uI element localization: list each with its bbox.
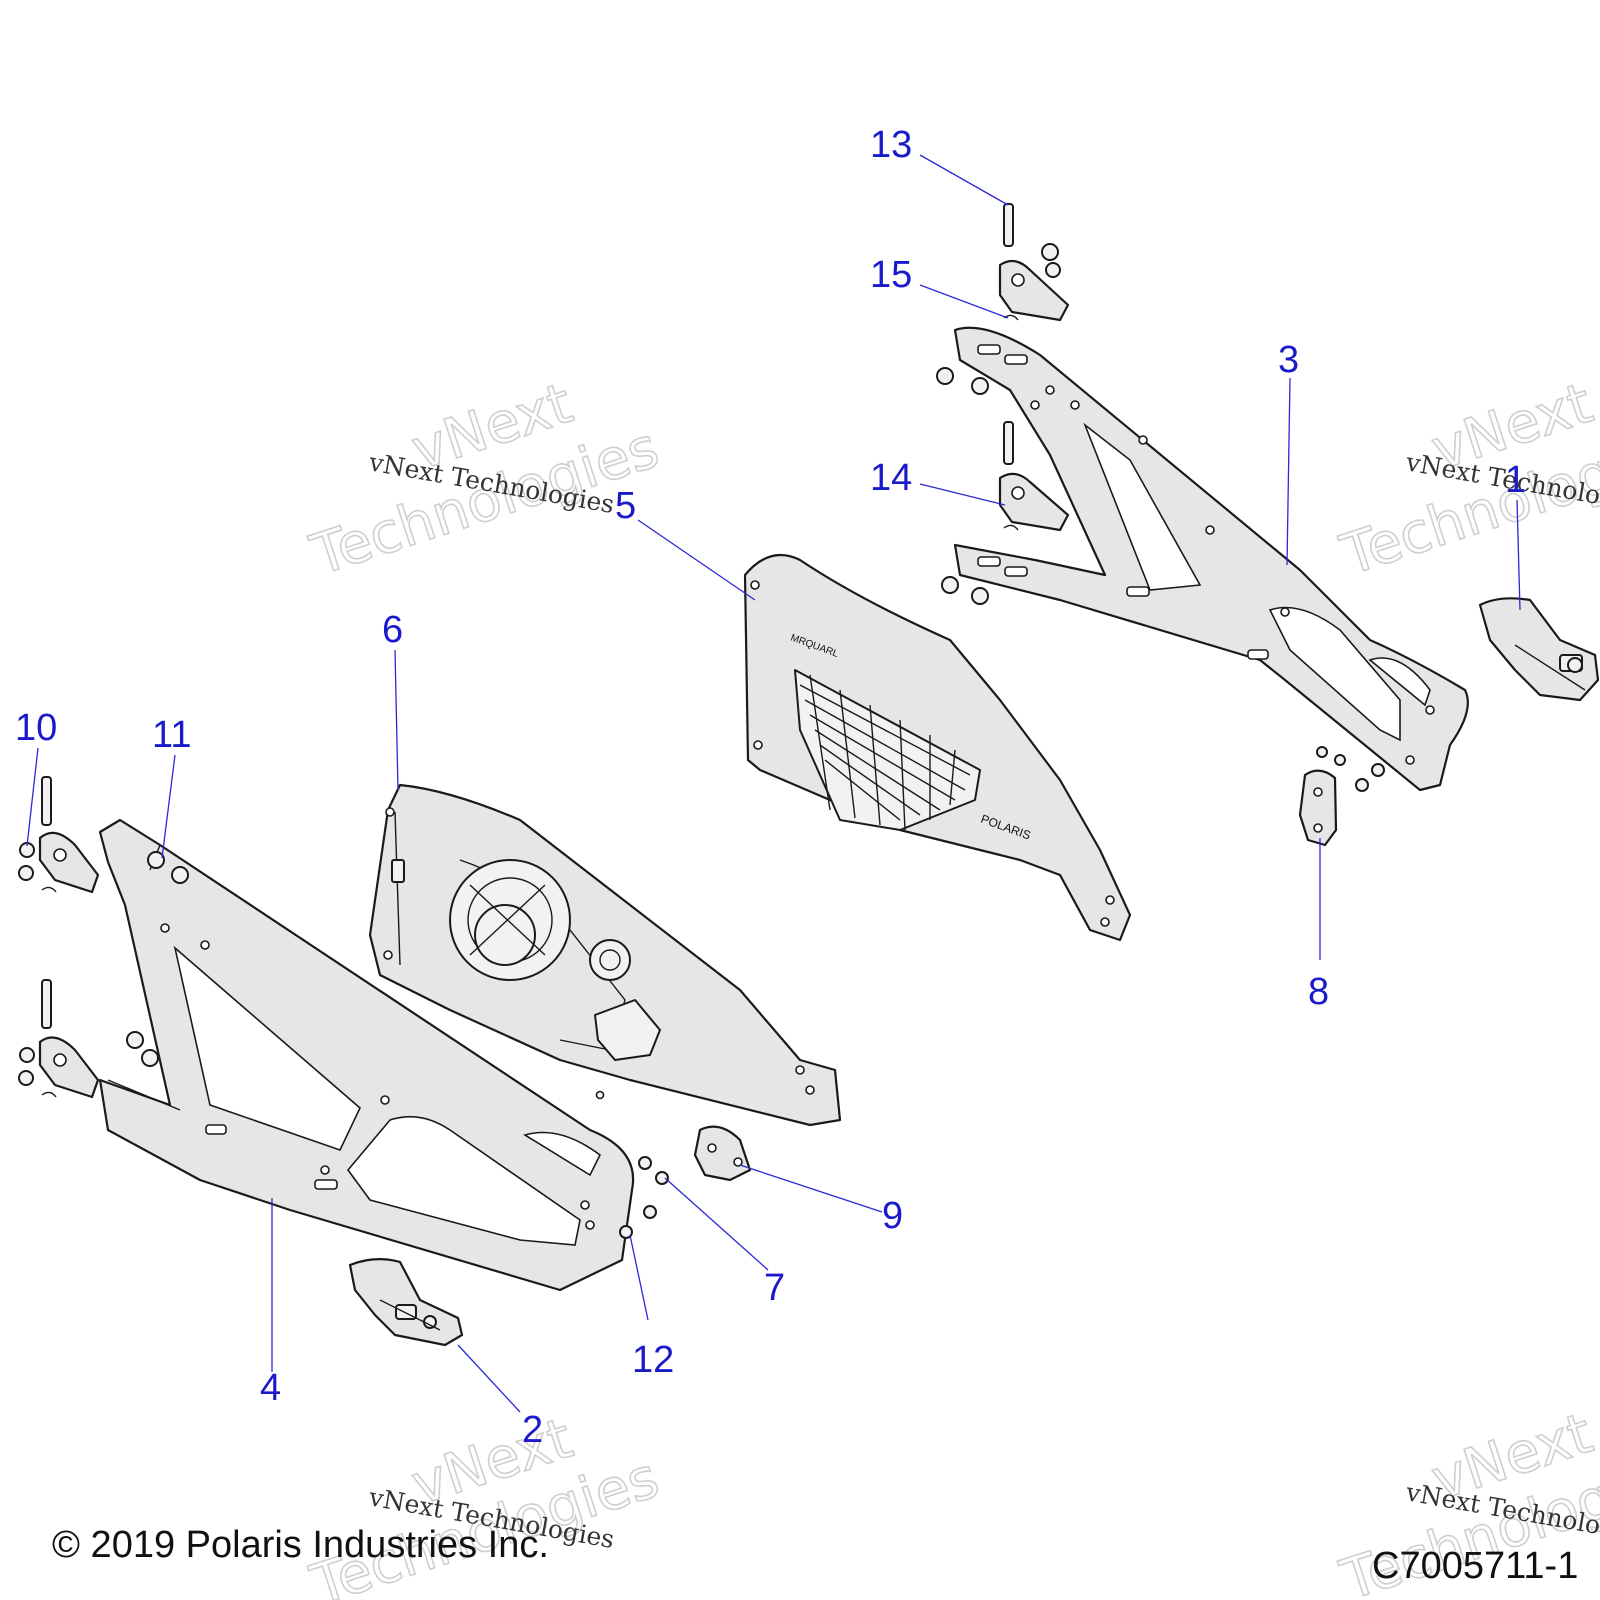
callout-13: 13 <box>870 124 912 166</box>
grille-panel-part-5: MRQUARL POLARIS <box>743 553 1132 942</box>
leader-line-11 <box>161 754 176 859</box>
leader-line-12 <box>629 1234 649 1321</box>
bracket-part-8 <box>1298 746 1385 847</box>
callout-2: 2 <box>522 1409 543 1451</box>
leader-line-5 <box>637 519 756 601</box>
copyright-text: © 2019 Polaris Industries Inc. <box>52 1524 549 1566</box>
latch-part-2 <box>348 1258 464 1347</box>
latch-part-1 <box>1478 597 1600 702</box>
fan-panel-part-6 <box>368 783 842 1127</box>
callout-12: 12 <box>632 1339 674 1381</box>
callout-1: 1 <box>1505 459 1526 501</box>
hinge-assembly-part-10 <box>18 776 100 1099</box>
callout-4: 4 <box>260 1367 281 1409</box>
rear-frame-part-3 <box>953 326 1469 792</box>
leader-line-9 <box>739 1164 883 1213</box>
callout-7: 7 <box>764 1267 785 1309</box>
callout-11: 11 <box>152 714 191 756</box>
leader-line-7 <box>664 1177 769 1271</box>
callout-15: 15 <box>870 254 912 296</box>
leader-line-14 <box>919 483 1006 506</box>
leader-line-10 <box>26 747 39 847</box>
callout-3: 3 <box>1278 339 1299 381</box>
callout-5: 5 <box>615 485 636 527</box>
callout-6: 6 <box>382 609 403 651</box>
figure-id: C7005711-1 <box>1372 1545 1578 1587</box>
leader-line-13 <box>919 154 1009 206</box>
front-frame-part-4 <box>98 818 635 1292</box>
bracket-part-9 <box>693 1125 752 1182</box>
bolt-group-part-11 <box>126 851 669 1239</box>
grille-mesh <box>799 674 971 831</box>
callout-8: 8 <box>1308 971 1329 1013</box>
leader-line-15 <box>919 284 1009 319</box>
leader-line-3 <box>1286 377 1291 566</box>
leader-line-1 <box>1516 499 1521 611</box>
callout-10: 10 <box>15 707 57 749</box>
callout-labels: 13 15 14 3 1 5 6 10 11 8 9 7 12 4 2 <box>15 124 1526 1451</box>
callout-14: 14 <box>870 457 912 499</box>
hinge-plates-parts-13-14-15 <box>936 203 1070 605</box>
leader-line-6 <box>394 649 399 791</box>
callout-9: 9 <box>882 1195 903 1237</box>
leader-line-2 <box>457 1344 521 1413</box>
leader-lines <box>26 154 1521 1413</box>
